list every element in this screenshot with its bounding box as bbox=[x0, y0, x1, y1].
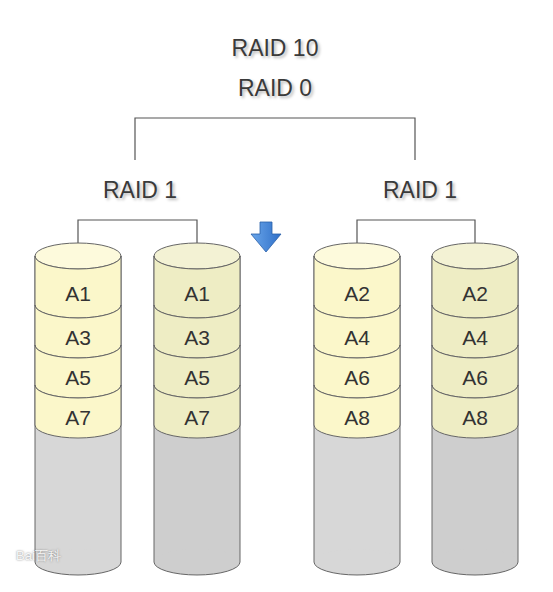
disk-cylinder bbox=[154, 243, 240, 575]
block-shape bbox=[432, 345, 518, 398]
data-block: A8 bbox=[432, 385, 518, 438]
block-shape bbox=[314, 385, 400, 438]
block-shape bbox=[432, 385, 518, 438]
block-shape bbox=[154, 256, 240, 318]
block-label: A1 bbox=[35, 269, 121, 318]
disk-cylinder bbox=[35, 243, 121, 575]
data-block: A5 bbox=[154, 345, 240, 398]
block-shape bbox=[154, 345, 240, 398]
block-label: A8 bbox=[314, 398, 400, 438]
data-block: A3 bbox=[154, 305, 240, 358]
block-label: A5 bbox=[35, 358, 121, 398]
data-block: A4 bbox=[432, 305, 518, 358]
block-label: A1 bbox=[154, 269, 240, 318]
bracket-lines bbox=[78, 118, 475, 248]
raid-level-label: RAID 0 bbox=[238, 75, 312, 102]
block-label: A4 bbox=[314, 318, 400, 358]
block-label: A5 bbox=[154, 358, 240, 398]
data-block: A2 bbox=[314, 256, 400, 318]
block-shape bbox=[314, 345, 400, 398]
block-label: A3 bbox=[35, 318, 121, 358]
block-label: A7 bbox=[154, 398, 240, 438]
data-block: A2 bbox=[432, 256, 518, 318]
block-shape bbox=[35, 256, 121, 318]
block-shape bbox=[432, 305, 518, 358]
data-block: A4 bbox=[314, 305, 400, 358]
disk-cylinder bbox=[432, 243, 518, 575]
block-shape bbox=[154, 305, 240, 358]
block-label: A2 bbox=[314, 269, 400, 318]
block-label: A3 bbox=[154, 318, 240, 358]
data-block: A6 bbox=[314, 345, 400, 398]
watermark: Bai百科 bbox=[16, 547, 61, 565]
block-label: A4 bbox=[432, 318, 518, 358]
block-shape bbox=[314, 256, 400, 318]
block-shape bbox=[314, 305, 400, 358]
data-block: A1 bbox=[35, 256, 121, 318]
block-label: A6 bbox=[432, 358, 518, 398]
raid-level-label: RAID 1 bbox=[103, 177, 177, 204]
block-shape bbox=[154, 385, 240, 438]
block-shape bbox=[35, 345, 121, 398]
diagram-title: RAID 10 bbox=[232, 35, 319, 62]
data-block: A6 bbox=[432, 345, 518, 398]
block-shape bbox=[432, 256, 518, 318]
raid-level-label: RAID 1 bbox=[383, 177, 457, 204]
data-block: A1 bbox=[154, 256, 240, 318]
block-label: A7 bbox=[35, 398, 121, 438]
data-block: A3 bbox=[35, 305, 121, 358]
data-block: A7 bbox=[35, 385, 121, 438]
raid0-bracket bbox=[135, 118, 415, 160]
data-block: A5 bbox=[35, 345, 121, 398]
block-shape bbox=[35, 305, 121, 358]
data-block: A7 bbox=[154, 385, 240, 438]
block-label: A2 bbox=[432, 269, 518, 318]
block-shape bbox=[35, 385, 121, 438]
block-label: A6 bbox=[314, 358, 400, 398]
data-block: A8 bbox=[314, 385, 400, 438]
down-arrow bbox=[251, 222, 281, 252]
block-label: A8 bbox=[432, 398, 518, 438]
disk-cylinder bbox=[314, 243, 400, 575]
